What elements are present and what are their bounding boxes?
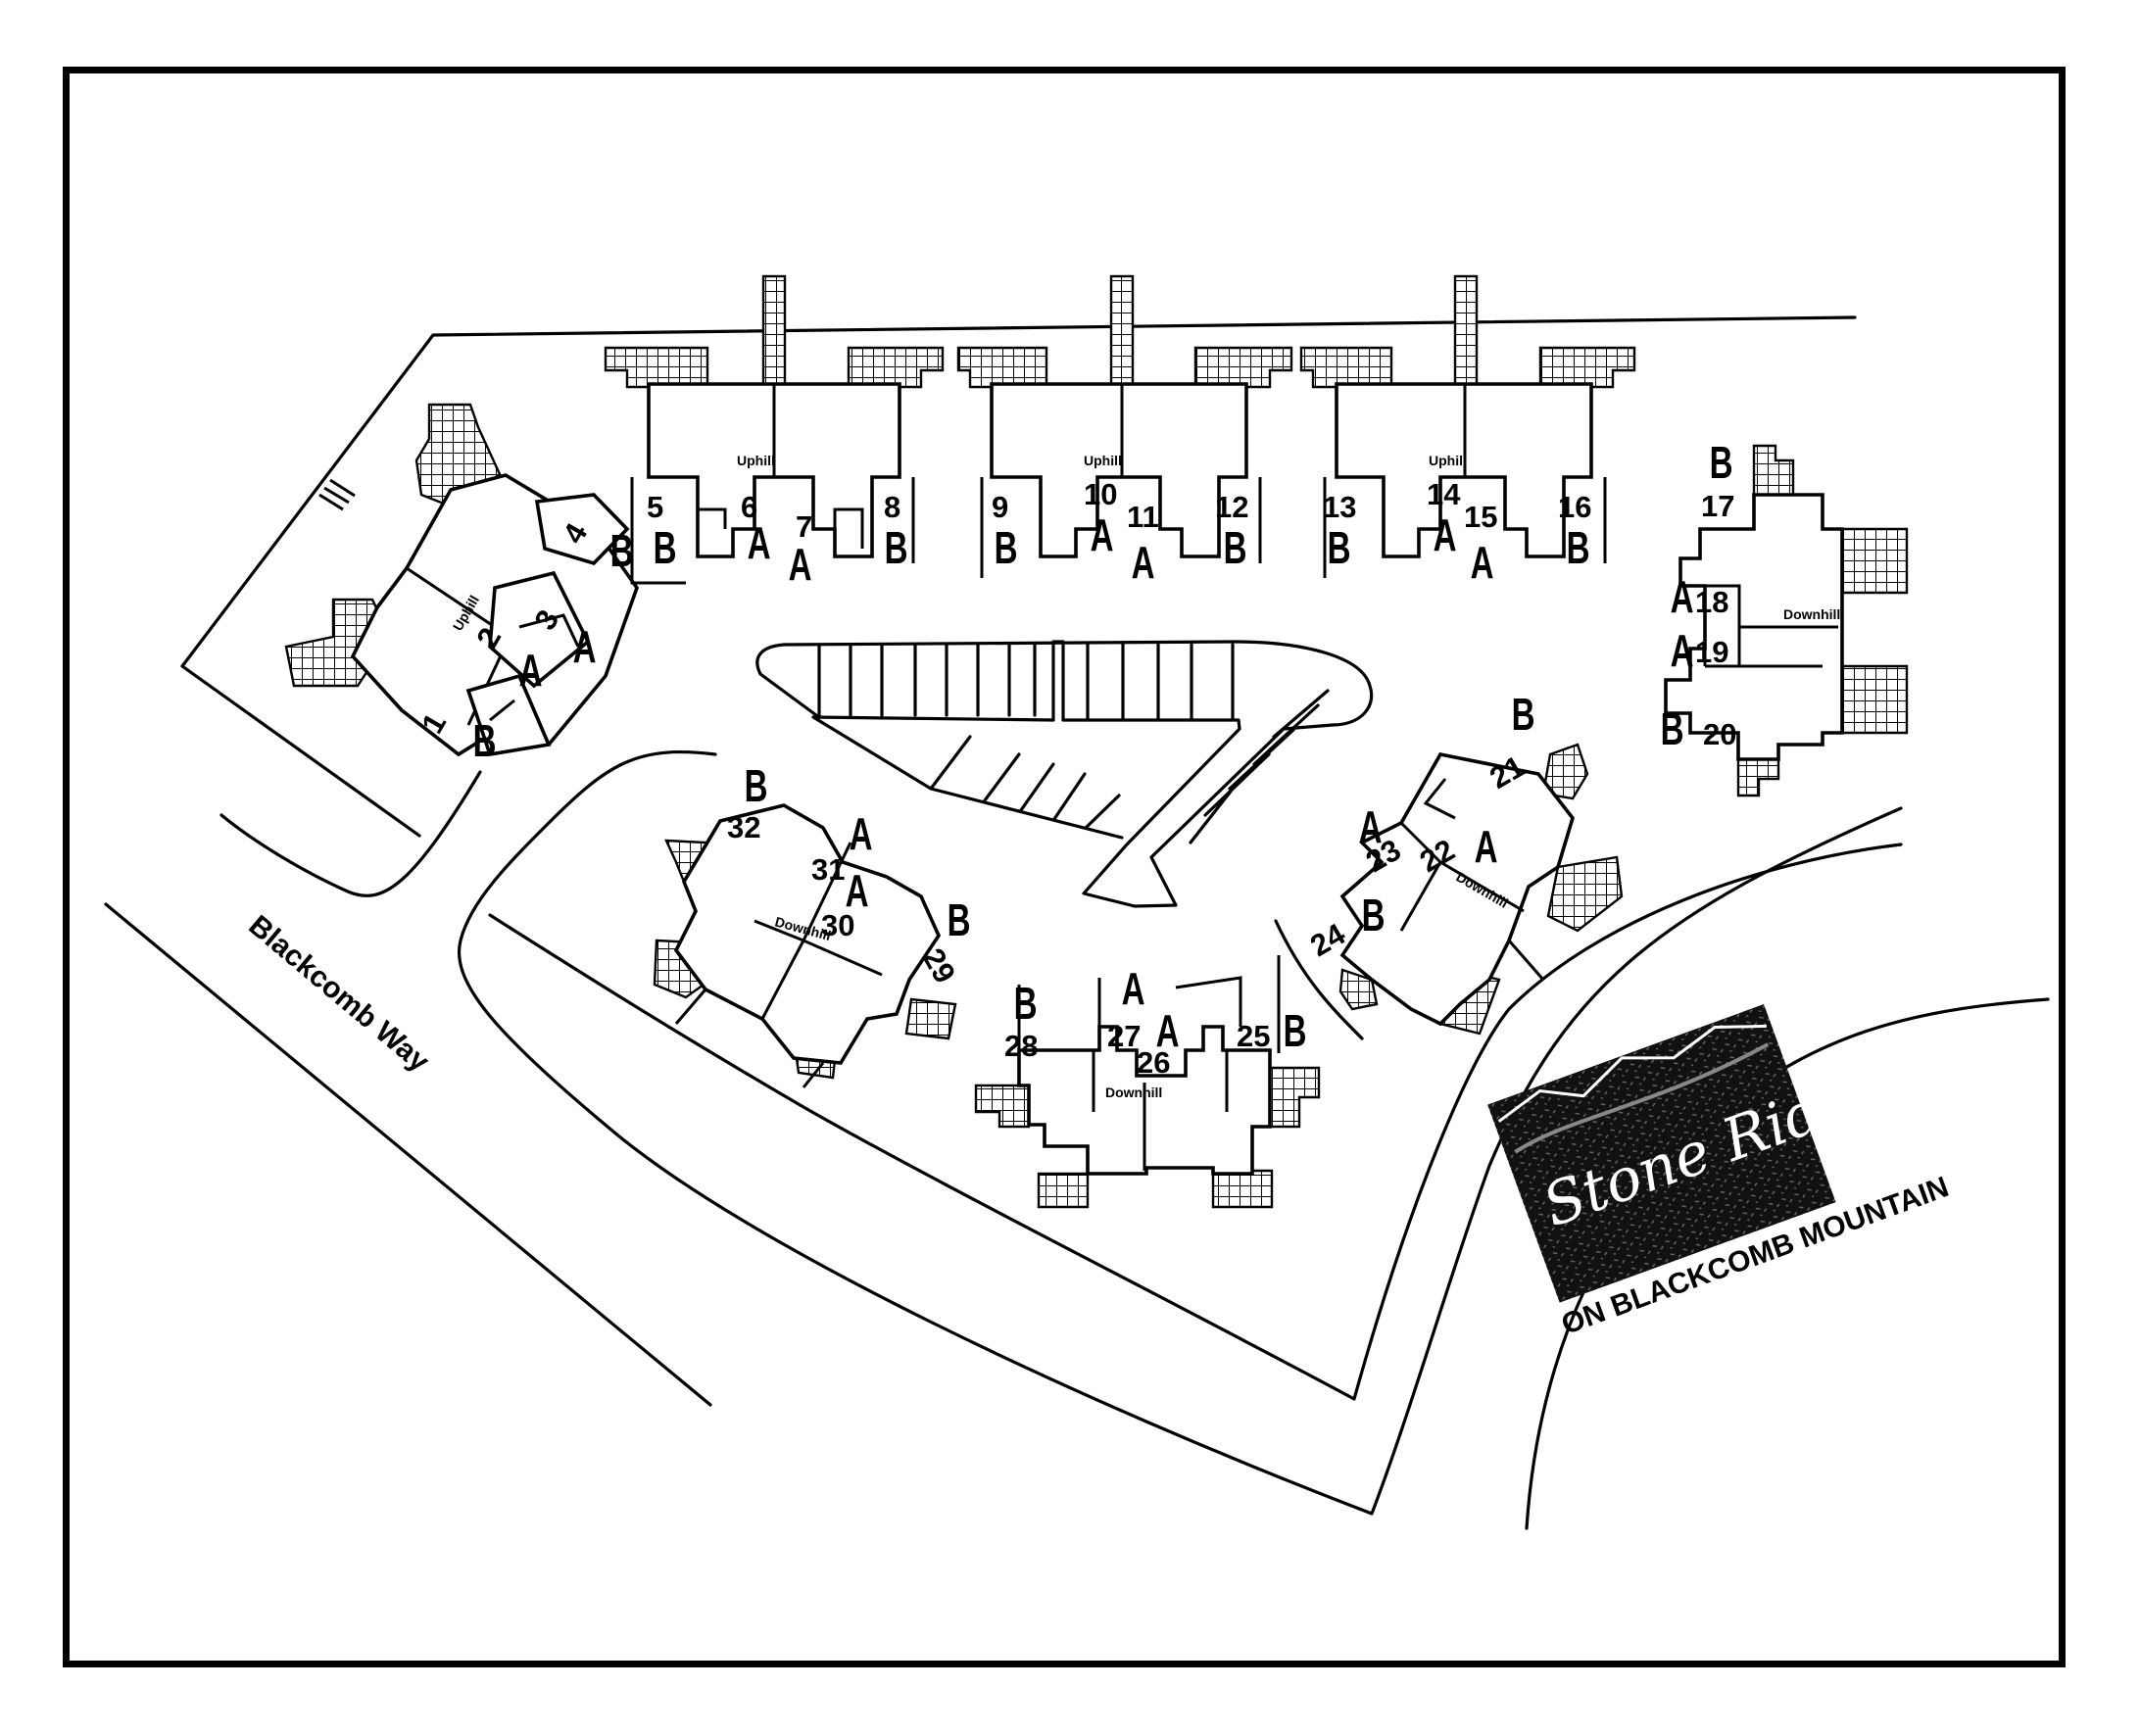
unit-type: B xyxy=(885,524,908,573)
building-units-21-24 xyxy=(1338,743,1624,1036)
unit-number: 30 xyxy=(821,908,854,942)
building-units-9-12 xyxy=(956,274,1293,578)
unit-type: A xyxy=(1671,573,1694,622)
unit-number: 13 xyxy=(1323,490,1356,524)
unit-number: 5 xyxy=(647,490,663,524)
unit-type: A xyxy=(789,541,812,590)
unit-type: B xyxy=(654,524,677,573)
unit-number: 14 xyxy=(1427,477,1461,511)
unit-type: B xyxy=(1661,705,1684,754)
unit-type: B xyxy=(1224,524,1247,573)
unit-type: B xyxy=(473,717,497,766)
unit-number: 10 xyxy=(1084,477,1117,511)
unit-number: 12 xyxy=(1215,490,1248,524)
unit-type: A xyxy=(1434,511,1457,560)
map-frame xyxy=(63,67,2066,1667)
unit-type: A xyxy=(1156,1007,1180,1056)
uphill-label: Uphill xyxy=(737,453,775,468)
unit-type: B xyxy=(1362,892,1386,940)
unit-number: 27 xyxy=(1107,1019,1141,1053)
unit-number: 19 xyxy=(1695,635,1728,669)
unit-type: A xyxy=(1091,511,1114,560)
unit-type: A xyxy=(1359,803,1383,852)
unit-labels: 1 B 2 A 3 A 4 B 5 B 6 A 7 A 8 B 9 B 10 A… xyxy=(414,439,1736,1080)
unit-type: B xyxy=(1567,524,1590,573)
unit-number: 26 xyxy=(1137,1045,1170,1080)
unit-type: A xyxy=(573,623,597,672)
unit-type: B xyxy=(1512,691,1535,740)
unit-type: A xyxy=(846,867,869,916)
building-units-25-28 xyxy=(974,955,1321,1209)
unit-type: A xyxy=(519,647,543,696)
building-units-13-16 xyxy=(1299,274,1636,578)
unit-type: A xyxy=(1475,823,1498,872)
stone-ridge-logo: Stone Ridge ON BLACKCOMB MOUNTAIN xyxy=(1487,1004,1953,1341)
unit-number: 31 xyxy=(811,852,845,887)
uphill-label: Uphill xyxy=(1429,453,1467,468)
unit-type: B xyxy=(1284,1007,1307,1056)
unit-number: 15 xyxy=(1464,500,1497,534)
unit-number: 17 xyxy=(1701,489,1734,523)
unit-type: B xyxy=(1710,439,1733,488)
unit-type: B xyxy=(948,896,971,945)
property-boundary xyxy=(180,315,1857,838)
unit-type: A xyxy=(1132,539,1155,588)
driveway xyxy=(457,750,2050,1530)
uphill-label: Uphill xyxy=(1084,453,1122,468)
building-units-1-4 xyxy=(284,403,640,757)
unit-number: 20 xyxy=(1703,717,1736,751)
building-units-17-20 xyxy=(1664,444,1909,797)
unit-number: 25 xyxy=(1237,1019,1270,1053)
unit-number: 7 xyxy=(796,509,812,544)
road-label: Blackcomb Way xyxy=(243,909,436,1079)
unit-number: 18 xyxy=(1695,585,1728,619)
unit-type: A xyxy=(1471,539,1494,588)
unit-number: 16 xyxy=(1558,490,1591,524)
unit-type: B xyxy=(1328,524,1351,573)
unit-type: B xyxy=(745,762,768,811)
unit-number: 6 xyxy=(741,490,757,524)
unit-number: 32 xyxy=(727,810,760,844)
unit-number: 28 xyxy=(1004,1029,1038,1063)
unit-type: B xyxy=(610,527,634,576)
unit-number: 8 xyxy=(884,490,900,524)
unit-type: B xyxy=(1014,980,1038,1029)
unit-type: A xyxy=(850,810,873,859)
unit-type: B xyxy=(995,524,1018,573)
downhill-label: Downhill xyxy=(1105,1085,1162,1100)
building-units-29-32 xyxy=(653,803,957,1088)
building-units-5-8 xyxy=(604,274,945,585)
unit-type: A xyxy=(1671,627,1694,676)
blackcomb-way-road xyxy=(104,770,712,1407)
unit-number: 11 xyxy=(1127,500,1159,534)
unit-type: A xyxy=(1122,965,1145,1014)
downhill-label: Downhill xyxy=(1783,606,1840,622)
parking-island xyxy=(755,640,1374,908)
unit-number: 9 xyxy=(992,490,1008,524)
unit-type: A xyxy=(748,519,771,568)
